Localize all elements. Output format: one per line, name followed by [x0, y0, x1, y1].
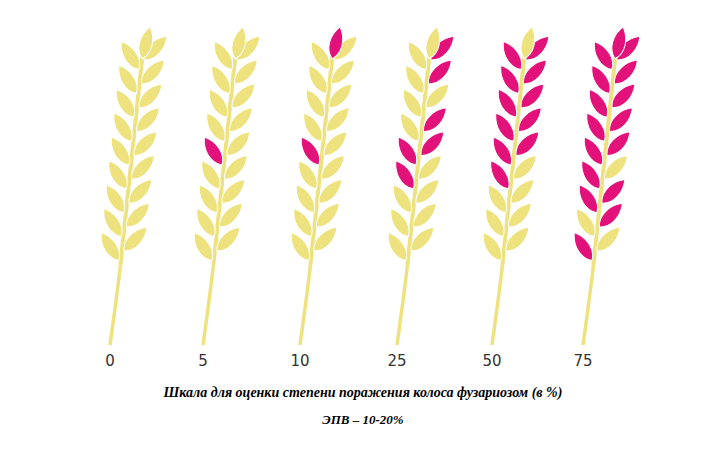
percent-label: 25 — [387, 352, 406, 370]
ear-stem — [583, 265, 593, 345]
healthy-spikelet — [327, 56, 359, 89]
label-slot: 75 — [573, 352, 592, 370]
percent-label: 50 — [482, 352, 501, 370]
healthy-spikelet — [212, 223, 244, 256]
infected-spikelet — [424, 56, 456, 89]
label-slot: 0 — [105, 352, 115, 370]
figure-caption: Шкала для оценки степени поражения колос… — [164, 385, 563, 401]
healthy-spikelet — [324, 80, 356, 113]
healthy-spikelet — [414, 151, 446, 184]
healthy-spikelet — [122, 199, 154, 232]
infected-spikelet — [519, 56, 551, 89]
percent-label: 5 — [198, 352, 208, 370]
healthy-spikelet — [119, 223, 151, 256]
infected-spikelet — [609, 25, 629, 60]
healthy-spikelet — [217, 175, 249, 208]
label-slot: 25 — [387, 352, 406, 370]
healthy-spikelet — [230, 56, 262, 89]
label-slot: 50 — [482, 352, 501, 370]
healthy-spikelet — [406, 223, 438, 256]
healthy-spikelet — [124, 175, 156, 208]
wheat-ear — [85, 23, 173, 349]
ear-stem — [397, 265, 407, 345]
healthy-spikelet — [127, 151, 159, 184]
ear-stem — [492, 265, 502, 345]
healthy-spikelet — [136, 25, 156, 60]
note-label: ЭПВ – 10-20% — [322, 412, 403, 428]
infected-spikelet — [514, 103, 546, 136]
ear-stem — [110, 265, 120, 345]
percent-label: 0 — [105, 352, 115, 370]
healthy-spikelet — [501, 223, 533, 256]
healthy-spikelet — [312, 199, 344, 232]
infected-spikelet — [326, 25, 346, 60]
infected-spikelet — [419, 103, 451, 136]
infected-spikelet — [607, 80, 639, 113]
healthy-spikelet — [600, 151, 632, 184]
healthy-spikelet — [137, 56, 169, 89]
healthy-spikelet — [225, 103, 257, 136]
healthy-spikelet — [504, 199, 536, 232]
healthy-spikelet — [518, 25, 538, 60]
infected-spikelet — [416, 127, 448, 160]
ear-stem — [203, 265, 213, 345]
infected-spikelet — [516, 80, 548, 113]
healthy-spikelet — [421, 80, 453, 113]
healthy-spikelet — [506, 175, 538, 208]
healthy-spikelet — [227, 80, 259, 113]
healthy-spikelet — [423, 25, 443, 60]
healthy-spikelet — [322, 103, 354, 136]
healthy-spikelet — [129, 127, 161, 160]
healthy-spikelet — [134, 80, 166, 113]
ear-stem — [300, 265, 310, 345]
wheat-ear — [372, 23, 460, 349]
healthy-spikelet — [319, 127, 351, 160]
healthy-spikelet — [229, 25, 249, 60]
wheat-ear — [467, 23, 555, 349]
caption-slot: Шкала для оценки степени поражения колос… — [164, 383, 563, 401]
wheat-ear — [275, 23, 363, 349]
healthy-spikelet — [222, 127, 254, 160]
infected-spikelet — [597, 175, 629, 208]
healthy-spikelet — [309, 223, 341, 256]
healthy-spikelet — [592, 223, 624, 256]
percent-label: 75 — [573, 352, 592, 370]
wheat-ear — [178, 23, 266, 349]
healthy-spikelet — [220, 151, 252, 184]
infected-spikelet — [511, 127, 543, 160]
infected-spikelet — [610, 56, 642, 89]
healthy-spikelet — [509, 151, 541, 184]
infected-spikelet — [595, 199, 627, 232]
wheat-ear — [558, 23, 646, 349]
label-slot: ЭПВ – 10-20% — [322, 410, 403, 428]
infected-spikelet — [602, 127, 634, 160]
healthy-spikelet — [411, 175, 443, 208]
healthy-spikelet — [409, 199, 441, 232]
healthy-spikelet — [317, 151, 349, 184]
label-slot: 5 — [198, 352, 208, 370]
healthy-spikelet — [314, 175, 346, 208]
label-slot: 10 — [290, 352, 309, 370]
healthy-spikelet — [215, 199, 247, 232]
infected-spikelet — [605, 103, 637, 136]
percent-label: 10 — [290, 352, 309, 370]
healthy-spikelet — [132, 103, 164, 136]
